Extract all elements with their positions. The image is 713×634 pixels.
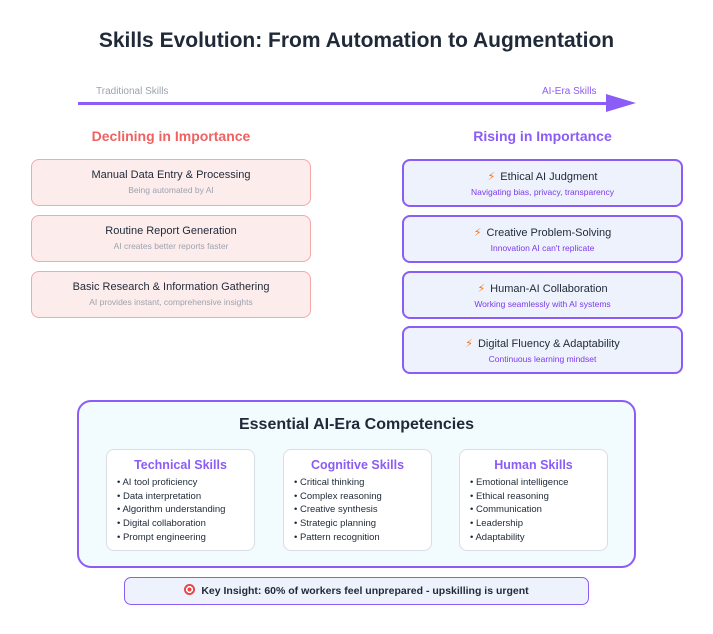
competencies-title: Essential AI-Era Competencies: [238, 416, 475, 433]
lightning-bolt-icon: ⚡: [465, 338, 473, 350]
skill-item: Digital collaboration: [117, 517, 254, 531]
skill-item: Critical thinking: [294, 476, 431, 490]
skill-group-heading: Technical Skills: [134, 458, 227, 472]
skill-item: Adaptability: [470, 531, 607, 545]
skill-item: Algorithm understanding: [117, 503, 254, 517]
skill-item: Pattern recognition: [294, 531, 431, 545]
lightning-bolt-icon: ⚡: [487, 171, 496, 183]
rising-card-subtitle: Navigating bias, privacy, transparency: [471, 187, 614, 197]
diagram-title: Skills Evolution: From Automation to Aug…: [98, 29, 615, 52]
rising-card: ⚡ Ethical AI Judgment Navigating bias, pr…: [402, 159, 683, 207]
declining-card-subtitle: AI provides instant, comprehensive insig…: [89, 297, 253, 307]
technical-skills-box: Technical Skills AI tool proficiency Dat…: [106, 449, 255, 551]
skill-item: Leadership: [470, 517, 607, 531]
skill-item: Complex reasoning: [294, 490, 431, 504]
skill-item: Creative synthesis: [294, 503, 431, 517]
declining-card-title: Basic Research & Information Gathering: [72, 281, 270, 293]
skill-group-heading: Human Skills: [494, 458, 573, 472]
skills-timeline: Traditional Skills AI-Era Skills: [78, 84, 640, 120]
skill-list: Critical thinking Complex reasoning Crea…: [284, 476, 431, 545]
declining-card: Manual Data Entry & Processing Being aut…: [31, 159, 311, 206]
rising-card-subtitle: Working seamlessly with AI systems: [474, 299, 611, 309]
key-insight-text: Key Insight: 60% of workers feel unprepa…: [201, 585, 529, 597]
timeline-end-label: AI-Era Skills: [542, 86, 597, 97]
skill-list: AI tool proficiency Data interpretation …: [107, 476, 254, 545]
rising-card-title: Digital Fluency & Adaptability: [477, 338, 620, 350]
declining-card: Routine Report Generation AI creates bet…: [31, 215, 311, 262]
rising-card-title: Human-AI Collaboration: [490, 283, 608, 295]
skill-list: Emotional intelligence Ethical reasoning…: [460, 476, 607, 545]
declining-card-title: Routine Report Generation: [105, 225, 237, 237]
rising-card: ⚡ Creative Problem-Solving Innovation AI …: [402, 215, 683, 263]
skill-item: AI tool proficiency: [117, 476, 254, 490]
competencies-panel: Essential AI-Era Competencies Technical …: [77, 400, 636, 568]
skill-item: Communication: [470, 503, 607, 517]
skill-item: Strategic planning: [294, 517, 431, 531]
declining-card-subtitle: Being automated by AI: [128, 185, 214, 195]
lightning-bolt-icon: ⚡: [473, 227, 482, 239]
rising-card-title: Creative Problem-Solving: [486, 227, 612, 239]
rising-card: ⚡ Human-AI Collaboration Working seamless…: [402, 271, 683, 319]
skill-item: Emotional intelligence: [470, 476, 607, 490]
cognitive-skills-box: Cognitive Skills Critical thinking Compl…: [283, 449, 432, 551]
timeline-line: [78, 102, 608, 105]
arrow-right-icon: [606, 94, 636, 112]
rising-heading: Rising in Importance: [473, 128, 612, 144]
rising-card-subtitle: Innovation AI can't replicate: [490, 243, 595, 253]
rising-card: ⚡ Digital Fluency & Adaptability Continuo…: [402, 326, 683, 374]
skill-group-heading: Cognitive Skills: [310, 458, 405, 472]
skill-item: Prompt engineering: [117, 531, 254, 545]
timeline-start-label: Traditional Skills: [96, 86, 169, 97]
lightning-bolt-icon: ⚡: [477, 283, 486, 295]
rising-card-title: Ethical AI Judgment: [500, 171, 598, 183]
declining-card-subtitle: AI creates better reports faster: [113, 241, 229, 251]
rising-card-subtitle: Continuous learning mindset: [488, 354, 597, 364]
key-insight-banner: Key Insight: 60% of workers feel unprepa…: [124, 577, 589, 605]
declining-heading: Declining in Importance: [91, 128, 251, 144]
declining-card-title: Manual Data Entry & Processing: [91, 169, 251, 181]
declining-card: Basic Research & Information Gathering A…: [31, 271, 311, 318]
skill-item: Ethical reasoning: [470, 490, 607, 504]
target-icon: [184, 584, 196, 595]
human-skills-box: Human Skills Emotional intelligence Ethi…: [459, 449, 608, 551]
skill-item: Data interpretation: [117, 490, 254, 504]
